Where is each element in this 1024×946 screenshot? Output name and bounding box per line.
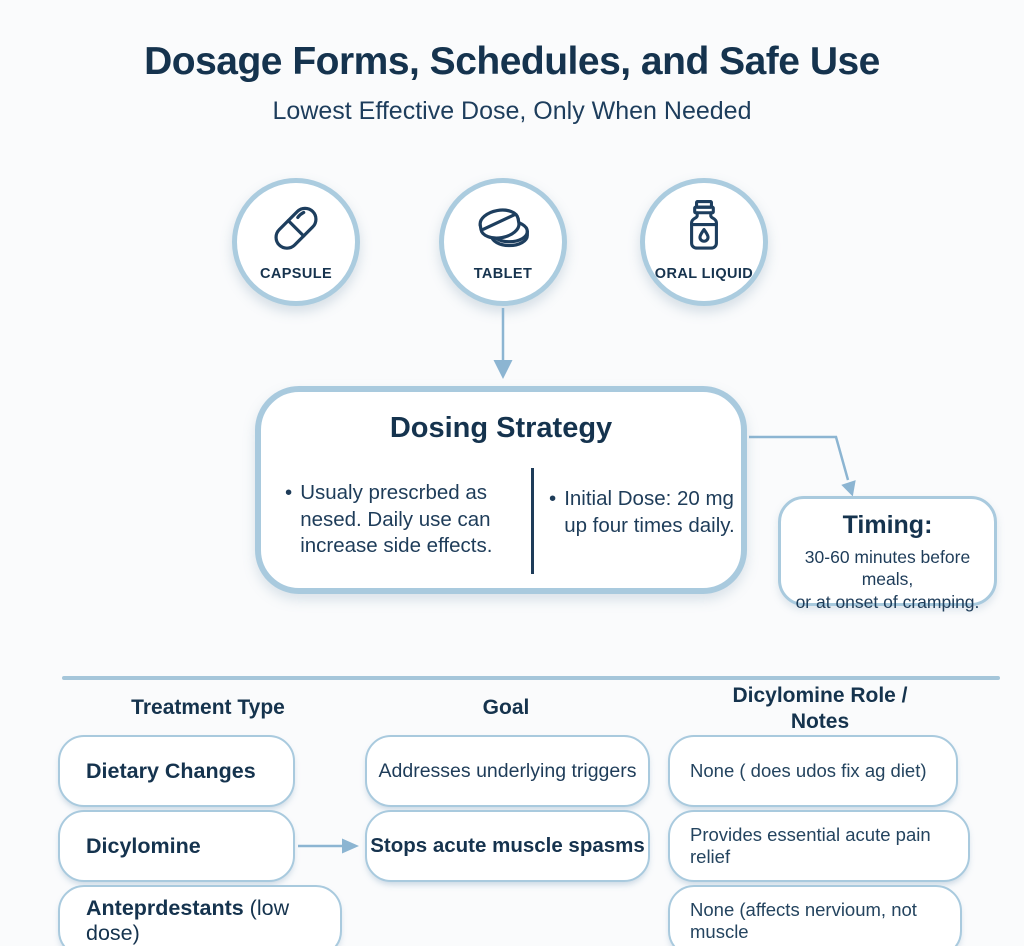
form-circle-capsule: CAPSULE [232,178,360,306]
dosing-bullet-right: • Initial Dose: 20 mg up four times dail… [549,486,737,539]
bullet-dot: • [549,487,557,510]
dosing-strategy-box: Dosing Strategy • Usualy prescrbed as ne… [255,386,747,594]
form-circle-tablet: TABLET [439,178,567,306]
form-label-tablet: TABLET [473,266,533,282]
dosing-bullet-left-text: Usualy prescrbed as nesed. Daily use can… [300,481,493,558]
table-row-1-goal: Addresses underlying triggers [365,735,650,807]
timing-box: Timing: 30-60 minutes before meals, or a… [778,496,997,612]
dosing-bullet-right-text: Initial Dose: 20 mg up four times daily. [564,487,735,537]
goal-label: Addresses underlying triggers [378,759,637,782]
dosing-strategy-title: Dosing Strategy [389,412,613,444]
timing-title: Timing: [842,511,933,539]
timing-body: 30-60 minutes before meals, or at onset … [781,546,994,613]
table-row-3-treatment: Anteprdestants (low dose) [58,885,342,946]
notes-label: Provides essential acute pain relief [690,824,931,867]
dosing-bullet-left: • Usualy prescrbed as nesed. Daily use c… [285,480,537,560]
table-top-rule [62,676,1000,680]
timing-line-2: or at onset of cramping. [795,591,980,612]
table-row-2-goal: Stops acute muscle spasms [365,810,650,882]
column-header-goal: Goal [482,696,530,719]
column-header-dicylomine-role-line1: Dicylomine Role / [732,684,908,707]
form-label-capsule: CAPSULE [259,266,333,282]
column-header-dicylomine-role: Dicylomine Role / Notes [690,683,950,735]
notes-label: None ( does udos fix ag diet) [690,760,927,781]
column-header-dicylomine-role-line2: Notes [790,710,850,733]
table-row-1-treatment: Dietary Changes [58,735,295,807]
notes-label: None (affects nervioum, not muscle [690,899,917,942]
treatment-label: Anteprdestants (low dose) [86,896,290,945]
table-row-2-notes: Provides essential acute pain relief [668,810,970,882]
arrow-dosing-to-timing [749,435,856,497]
table-row-1-notes: None ( does udos fix ag diet) [668,735,958,807]
page-title: Dosage Forms, Schedules, and Safe Use [144,40,880,83]
goal-label: Stops acute muscle spasms [370,834,645,857]
treatment-label: Dicylomine [86,833,201,858]
arrow-dicylomine-to-goal [298,838,359,854]
form-circle-oral-liquid: ORAL LIQUID [640,178,768,306]
bullet-dot: • [285,481,293,504]
arrow-tablet-to-dosing [493,308,513,379]
dosing-column-divider [531,468,534,574]
treatment-label: Dietary Changes [86,758,256,783]
page-subtitle: Lowest Effective Dose, Only When Needed [272,97,752,125]
form-label-oral-liquid: ORAL LIQUID [654,266,754,282]
column-header-treatment-type: Treatment Type [131,696,285,719]
timing-line-1: 30-60 minutes before meals, [804,547,971,590]
table-row-3-notes: None (affects nervioum, not muscle [668,885,962,946]
table-row-2-treatment: Dicylomine [58,810,295,882]
